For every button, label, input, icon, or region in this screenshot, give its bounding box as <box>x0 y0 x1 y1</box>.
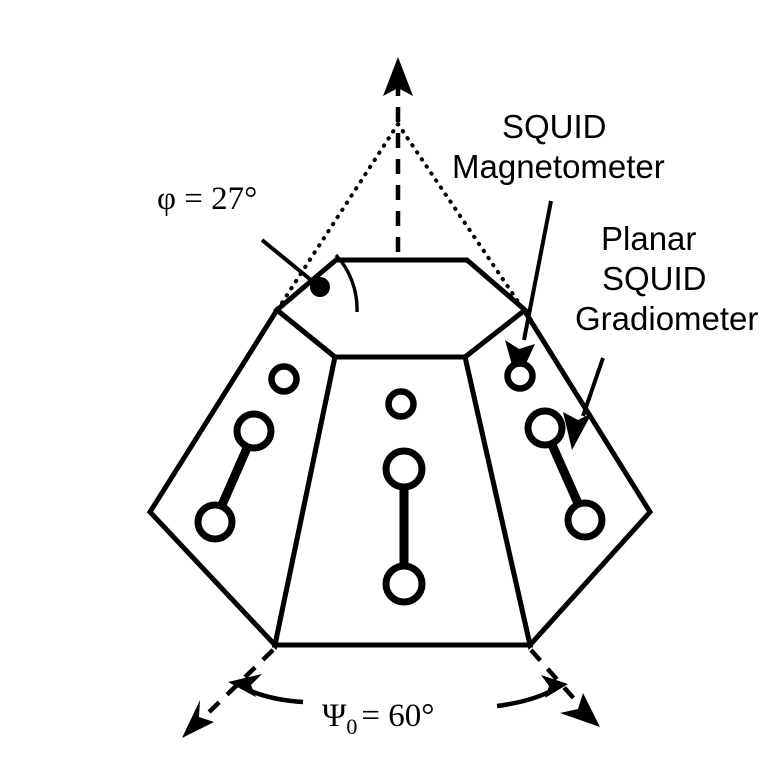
helmet-body-group <box>146 306 654 651</box>
helmet-top-hexagon <box>273 257 529 360</box>
gradiometer-label-line3: Gradiometer <box>575 300 758 337</box>
psi-curved-pointer-right <box>496 689 550 709</box>
phi-angle-label: φ = 27° <box>157 181 257 217</box>
gradiometer-label-line1: Planar <box>601 220 696 257</box>
gradiometer-ring-left-lower <box>194 501 236 543</box>
magnetometer-sensor-center <box>385 388 417 420</box>
magnetometer-label-line1: SQUID <box>502 108 607 145</box>
phi-angle-group <box>260 238 359 313</box>
gradiometer-ring-right-upper <box>524 407 566 449</box>
gradiometer-ring-right-lower <box>564 499 606 541</box>
cone-edge-left <box>274 122 400 314</box>
gradiometer-leader-arrowhead <box>563 412 592 450</box>
gradiometer-leader-line <box>581 357 605 417</box>
phi-label-leader-line <box>260 238 324 291</box>
cone-edge-right <box>396 122 527 314</box>
magnetometer-sensor-left <box>268 363 300 395</box>
magnetometer-annotation-group: SQUID Magnetometer <box>452 108 665 383</box>
psi-dashed-ray-right-arrowhead <box>560 693 600 727</box>
helmet-top-aperture-group <box>273 257 529 360</box>
phi-angle-arc <box>334 253 359 313</box>
psi-angle-label-subscript: 0 <box>346 714 357 739</box>
gradiometer-ring-left-upper <box>233 410 275 452</box>
gradiometer-annotation-group: Planar SQUID Gradiometer <box>563 220 758 450</box>
psi-angle-label-value: = 60° <box>361 698 434 734</box>
psi-curved-pointer-left-arrowhead <box>228 674 262 697</box>
gradiometer-ring-center-lower <box>382 562 426 606</box>
psi-angle-label-symbol: Ψ <box>322 698 347 734</box>
sensors-center-face <box>382 388 426 606</box>
sensors-left-face <box>194 363 300 543</box>
psi-curved-pointer-right-arrowhead <box>541 675 568 698</box>
magnetometer-label-line2: Magnetometer <box>452 148 665 185</box>
sensors-right-face <box>504 360 606 541</box>
gradiometer-ring-center-upper <box>382 447 426 491</box>
psi-dashed-ray-right <box>529 648 579 704</box>
psi-angle-label: Ψ0= 60° <box>322 698 434 739</box>
gradiometer-label-line2: SQUID <box>602 260 707 297</box>
symmetry-axis-arrowhead <box>383 57 413 96</box>
magnetometer-sensor-right <box>504 360 536 392</box>
magnetometer-leader-line <box>522 200 553 341</box>
psi-dashed-ray-left-arrowhead <box>182 700 214 738</box>
psi-spread-group <box>182 648 600 738</box>
psi-dashed-ray-left <box>203 648 275 718</box>
